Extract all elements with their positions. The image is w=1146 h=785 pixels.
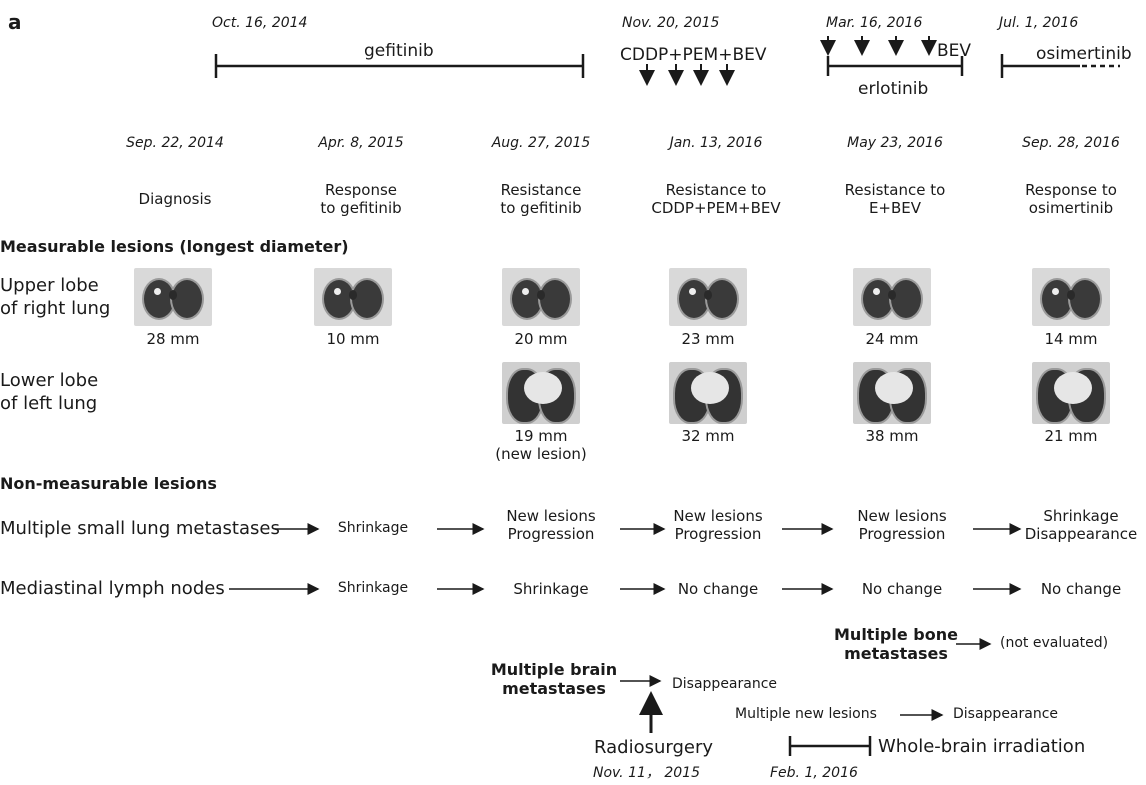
upper-value-6: 14 mm [1044, 330, 1098, 348]
gefitinib-start-date: Oct. 16, 2014 [212, 15, 308, 31]
osimertinib-label: osimertinib [1034, 44, 1134, 65]
radiosurgery-label: Radiosurgery [594, 737, 714, 758]
wbi-date: Feb. 1, 2016 [770, 765, 858, 781]
bone-mets-label: Multiple bone metastases [834, 625, 958, 664]
lymph-state-5: No change [861, 580, 943, 598]
upper-value-5: 24 mm [865, 330, 919, 348]
chemo-label: CDDP+PEM+BEV [620, 45, 767, 65]
lymph-nodes-label: Mediastinal lymph nodes [0, 578, 225, 599]
ct-scan-lower-6 [1032, 362, 1110, 424]
timepoint-event-5: Resistance to E+BEV [844, 181, 946, 217]
timepoint-event-6: Response to osimertinib [1025, 181, 1117, 217]
lower-lobe-label: Lower lobe of left lung [0, 370, 99, 414]
upper-value-1: 28 mm [146, 330, 200, 348]
timepoint-event-4: Resistance to CDDP+PEM+BEV [651, 181, 781, 217]
timepoint-date-4: Jan. 13, 2016 [669, 135, 763, 151]
timepoint-event-2: Response to gefitinib [320, 181, 402, 217]
upper-value-2: 10 mm [326, 330, 380, 348]
lower-value-4: 32 mm [681, 427, 735, 445]
timepoint-date-6: Sep. 28, 2016 [1022, 135, 1120, 151]
measurable-header: Measurable lesions (longest diameter) [0, 237, 349, 256]
lymph-state-4: No change [677, 580, 759, 598]
lymph-state-6: No change [1040, 580, 1122, 598]
upper-value-3: 20 mm [514, 330, 568, 348]
ct-scan-lower-5 [853, 362, 931, 424]
ct-scan-lower-3 [502, 362, 580, 424]
radiosurgery-date: Nov. 11， 2015 [593, 765, 700, 781]
erlotinib-label: erlotinib [858, 79, 929, 99]
new-lesions-state: Disappearance [953, 706, 1059, 722]
upper-value-4: 23 mm [681, 330, 735, 348]
wbi-label: Whole-brain irradiation [878, 736, 1086, 757]
lung-state-5: New lesions Progression [857, 507, 947, 543]
nonmeasurable-header: Non-measurable lesions [0, 474, 217, 493]
lymph-state-3: Shrinkage [513, 580, 589, 598]
timepoint-date-1: Sep. 22, 2014 [126, 135, 224, 151]
erlotinib-start-date: Mar. 16, 2016 [826, 15, 923, 31]
lung-state-3: New lesions Progression [506, 507, 596, 543]
timepoint-date-5: May 23, 2016 [847, 135, 943, 151]
ct-scan-upper-1 [134, 268, 212, 326]
lower-value-3: 19 mm (new lesion) [495, 427, 587, 463]
new-lesions-label: Multiple new lesions [735, 706, 877, 722]
upper-lobe-label: Upper lobe of right lung [0, 275, 111, 319]
lung-state-6: Shrinkage Disappearance [1024, 507, 1138, 543]
brain-state: Disappearance [672, 676, 778, 692]
lower-value-6: 21 mm [1044, 427, 1098, 445]
ct-scan-upper-6 [1032, 268, 1110, 326]
timepoint-event-1: Diagnosis [138, 190, 212, 208]
lung-state-4: New lesions Progression [673, 507, 763, 543]
gefitinib-label: gefitinib [364, 41, 434, 61]
lung-mets-label: Multiple small lung metastases [0, 518, 280, 539]
lymph-state-2: Shrinkage [337, 580, 409, 596]
lung-state-2: Shrinkage [337, 520, 409, 536]
panel-label: a [8, 10, 22, 34]
ct-scan-upper-4 [669, 268, 747, 326]
timepoint-date-3: Aug. 27, 2015 [491, 135, 591, 151]
ct-scan-upper-5 [853, 268, 931, 326]
osimertinib-start-date: Jul. 1, 2016 [999, 15, 1079, 31]
lower-value-5: 38 mm [865, 427, 919, 445]
chemo-start-date: Nov. 20, 2015 [622, 15, 720, 31]
ct-scan-lower-4 [669, 362, 747, 424]
timepoint-event-3: Resistance to gefitinib [500, 181, 582, 217]
ct-scan-upper-3 [502, 268, 580, 326]
timepoint-date-2: Apr. 8, 2015 [318, 135, 404, 151]
bev-label: BEV [937, 41, 972, 61]
brain-mets-label: Multiple brain metastases [490, 660, 618, 699]
ct-scan-upper-2 [314, 268, 392, 326]
bone-state: (not evaluated) [1000, 635, 1109, 651]
